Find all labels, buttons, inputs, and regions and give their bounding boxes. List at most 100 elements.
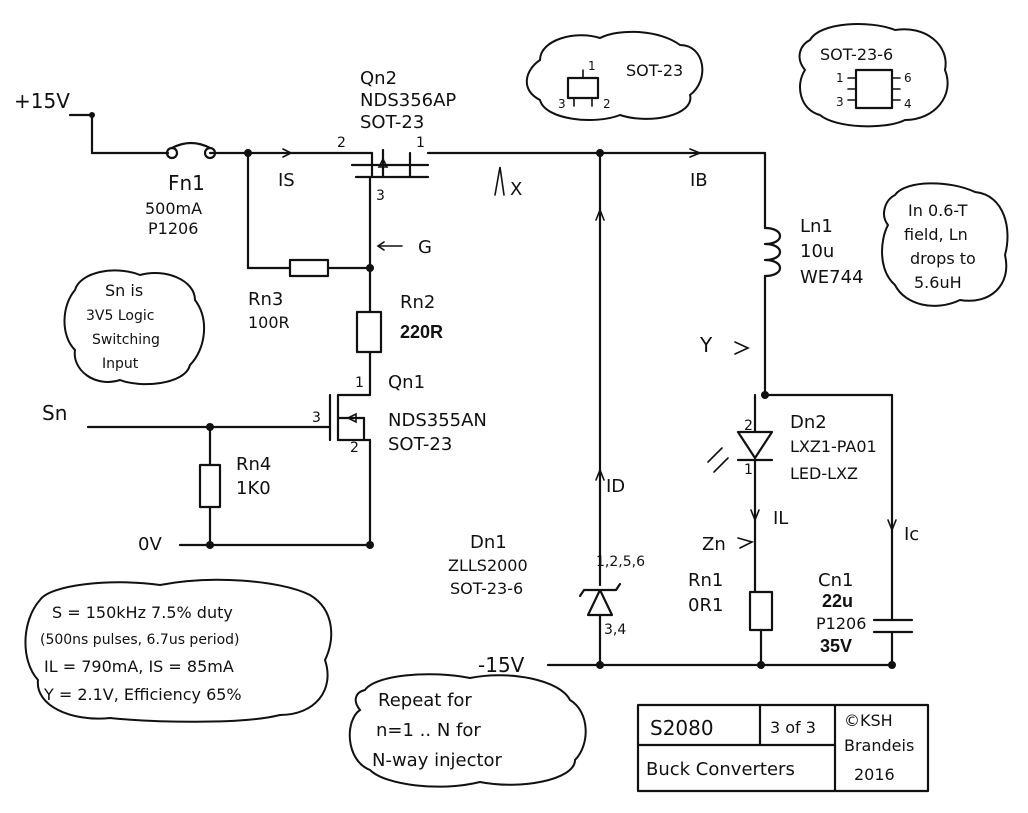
dn1-diode-symbol (578, 151, 622, 667)
drawing-number: S2080 (650, 716, 714, 740)
dn1-pins-a: 1,2,5,6 (596, 554, 645, 570)
sot236-pin4: 4 (904, 97, 912, 111)
rn1-resistor (748, 590, 774, 667)
sn-note-line4: Input (102, 356, 139, 372)
qn1-transistor-symbol (328, 393, 372, 547)
sheet-number: 3 of 3 (770, 718, 816, 737)
sot236-pin1: 1 (836, 71, 844, 85)
rn2-resistor (355, 266, 383, 397)
dn2-part: LXZ1-PA01 (790, 437, 877, 456)
label-il: IL (773, 508, 788, 529)
ln1-name: Ln1 (800, 216, 833, 237)
wire-rn3 (246, 151, 372, 278)
field-note-line4: 5.6uH (914, 273, 962, 292)
cn1-name: Cn1 (818, 570, 853, 591)
sot23-pin3: 3 (558, 97, 566, 111)
field-note-line1: In 0.6-T (908, 201, 968, 220)
sn-note-line2: 3V5 Logic (86, 308, 154, 324)
cn1-capacitor-symbol (872, 393, 914, 667)
copyright: ©KSH (844, 711, 893, 730)
current-arrows (282, 148, 897, 549)
qn2-name: Qn2 (360, 68, 397, 89)
sot23-pin2: 2 (603, 97, 611, 111)
dn2-pin2: 2 (744, 418, 753, 434)
ln1-inductor-symbol (763, 226, 894, 397)
label-is: IS (278, 170, 295, 191)
repeat-line1: Repeat for (378, 690, 472, 711)
cloud-sn-note (63, 269, 206, 386)
fuse-symbol (165, 141, 217, 160)
spec-line3: IL = 790mA, IS = 85mA (44, 657, 234, 676)
qn1-pin3: 3 (312, 410, 321, 426)
dn2-led-symbol (707, 393, 774, 594)
year: 2016 (854, 765, 895, 784)
junction-dots (89, 112, 896, 669)
sot236-label: SOT-23-6 (820, 45, 893, 64)
organization: Brandeis (844, 736, 914, 755)
spec-line1: S = 150kHz 7.5% duty (52, 603, 233, 622)
sot23-label: SOT-23 (626, 61, 683, 80)
dn2-pin1: 1 (744, 462, 753, 478)
drawing-title: Buck Converters (646, 759, 795, 780)
qn1-pin1: 1 (355, 375, 364, 391)
spec-line4: Y = 2.1V, Efficiency 65% (43, 685, 242, 704)
dn1-pins-b: 3,4 (604, 622, 626, 638)
label-ib: IB (690, 170, 708, 191)
sot236-package-sketch (847, 68, 901, 110)
dn1-package: SOT-23-6 (450, 579, 523, 598)
cloud-repeat-note (348, 673, 587, 788)
cn1-value: 22u (822, 591, 853, 611)
sot236-pin6: 6 (904, 71, 912, 85)
dn2-name: Dn2 (790, 412, 827, 433)
label-sn: Sn (42, 401, 67, 425)
sot23-pin1: 1 (588, 59, 596, 73)
field-note-line3: drops to (910, 249, 976, 268)
label-id: ID (606, 476, 625, 497)
repeat-line2: n=1 .. N for (376, 720, 481, 741)
qn2-pin1: 1 (416, 135, 425, 151)
rn2-name: Rn2 (400, 292, 435, 313)
rn3-name: Rn3 (248, 289, 283, 310)
rn4-name: Rn4 (236, 454, 271, 475)
ln1-part: WE744 (800, 267, 864, 288)
rail-plus15-label: +15V (14, 89, 70, 113)
qn2-part: NDS356AP (360, 90, 456, 111)
rail-zero-label: 0V (138, 534, 162, 555)
sot23-package-sketch (566, 69, 600, 107)
qn1-pin2: 2 (350, 440, 359, 456)
sn-note-line3: Switching (92, 332, 160, 348)
rn1-value: 0R1 (688, 595, 723, 616)
dn2-package: LED-LXZ (790, 464, 858, 483)
qn1-package: SOT-23 (388, 434, 452, 455)
qn2-pin2: 2 (337, 135, 346, 151)
cloud-sot23 (525, 30, 704, 121)
qn2-pin3: 3 (376, 188, 385, 204)
sot236-pin3: 3 (836, 95, 844, 109)
fuse-package: P1206 (148, 219, 198, 238)
qn1-part: NDS355AN (388, 410, 487, 431)
label-zn: Zn (702, 534, 726, 555)
cloud-field-note (881, 182, 1009, 307)
rn2-value: 220R (400, 322, 443, 342)
fuse-rating: 500mA (145, 199, 202, 218)
cloud-sot236 (798, 23, 949, 128)
sn-note-line1: Sn is (105, 281, 143, 300)
label-ic: Ic (904, 524, 919, 545)
rn1-name: Rn1 (688, 570, 723, 591)
label-x: X (510, 179, 522, 200)
label-g: G (418, 237, 432, 258)
repeat-line3: N-way injector (372, 750, 503, 771)
rn4-value: 1K0 (236, 478, 271, 499)
label-y: Y (699, 333, 713, 357)
field-note-line2: field, Ln (904, 225, 968, 244)
cn1-voltage: 35V (820, 636, 852, 656)
qn2-package: SOT-23 (360, 112, 424, 133)
rn3-value: 100R (248, 313, 290, 332)
title-block (636, 703, 930, 793)
qn1-name: Qn1 (388, 372, 425, 393)
rail-minus15-label: -15V (478, 653, 525, 677)
qn2-transistor-symbol (350, 148, 430, 270)
dn1-part: ZLLS2000 (448, 556, 528, 575)
